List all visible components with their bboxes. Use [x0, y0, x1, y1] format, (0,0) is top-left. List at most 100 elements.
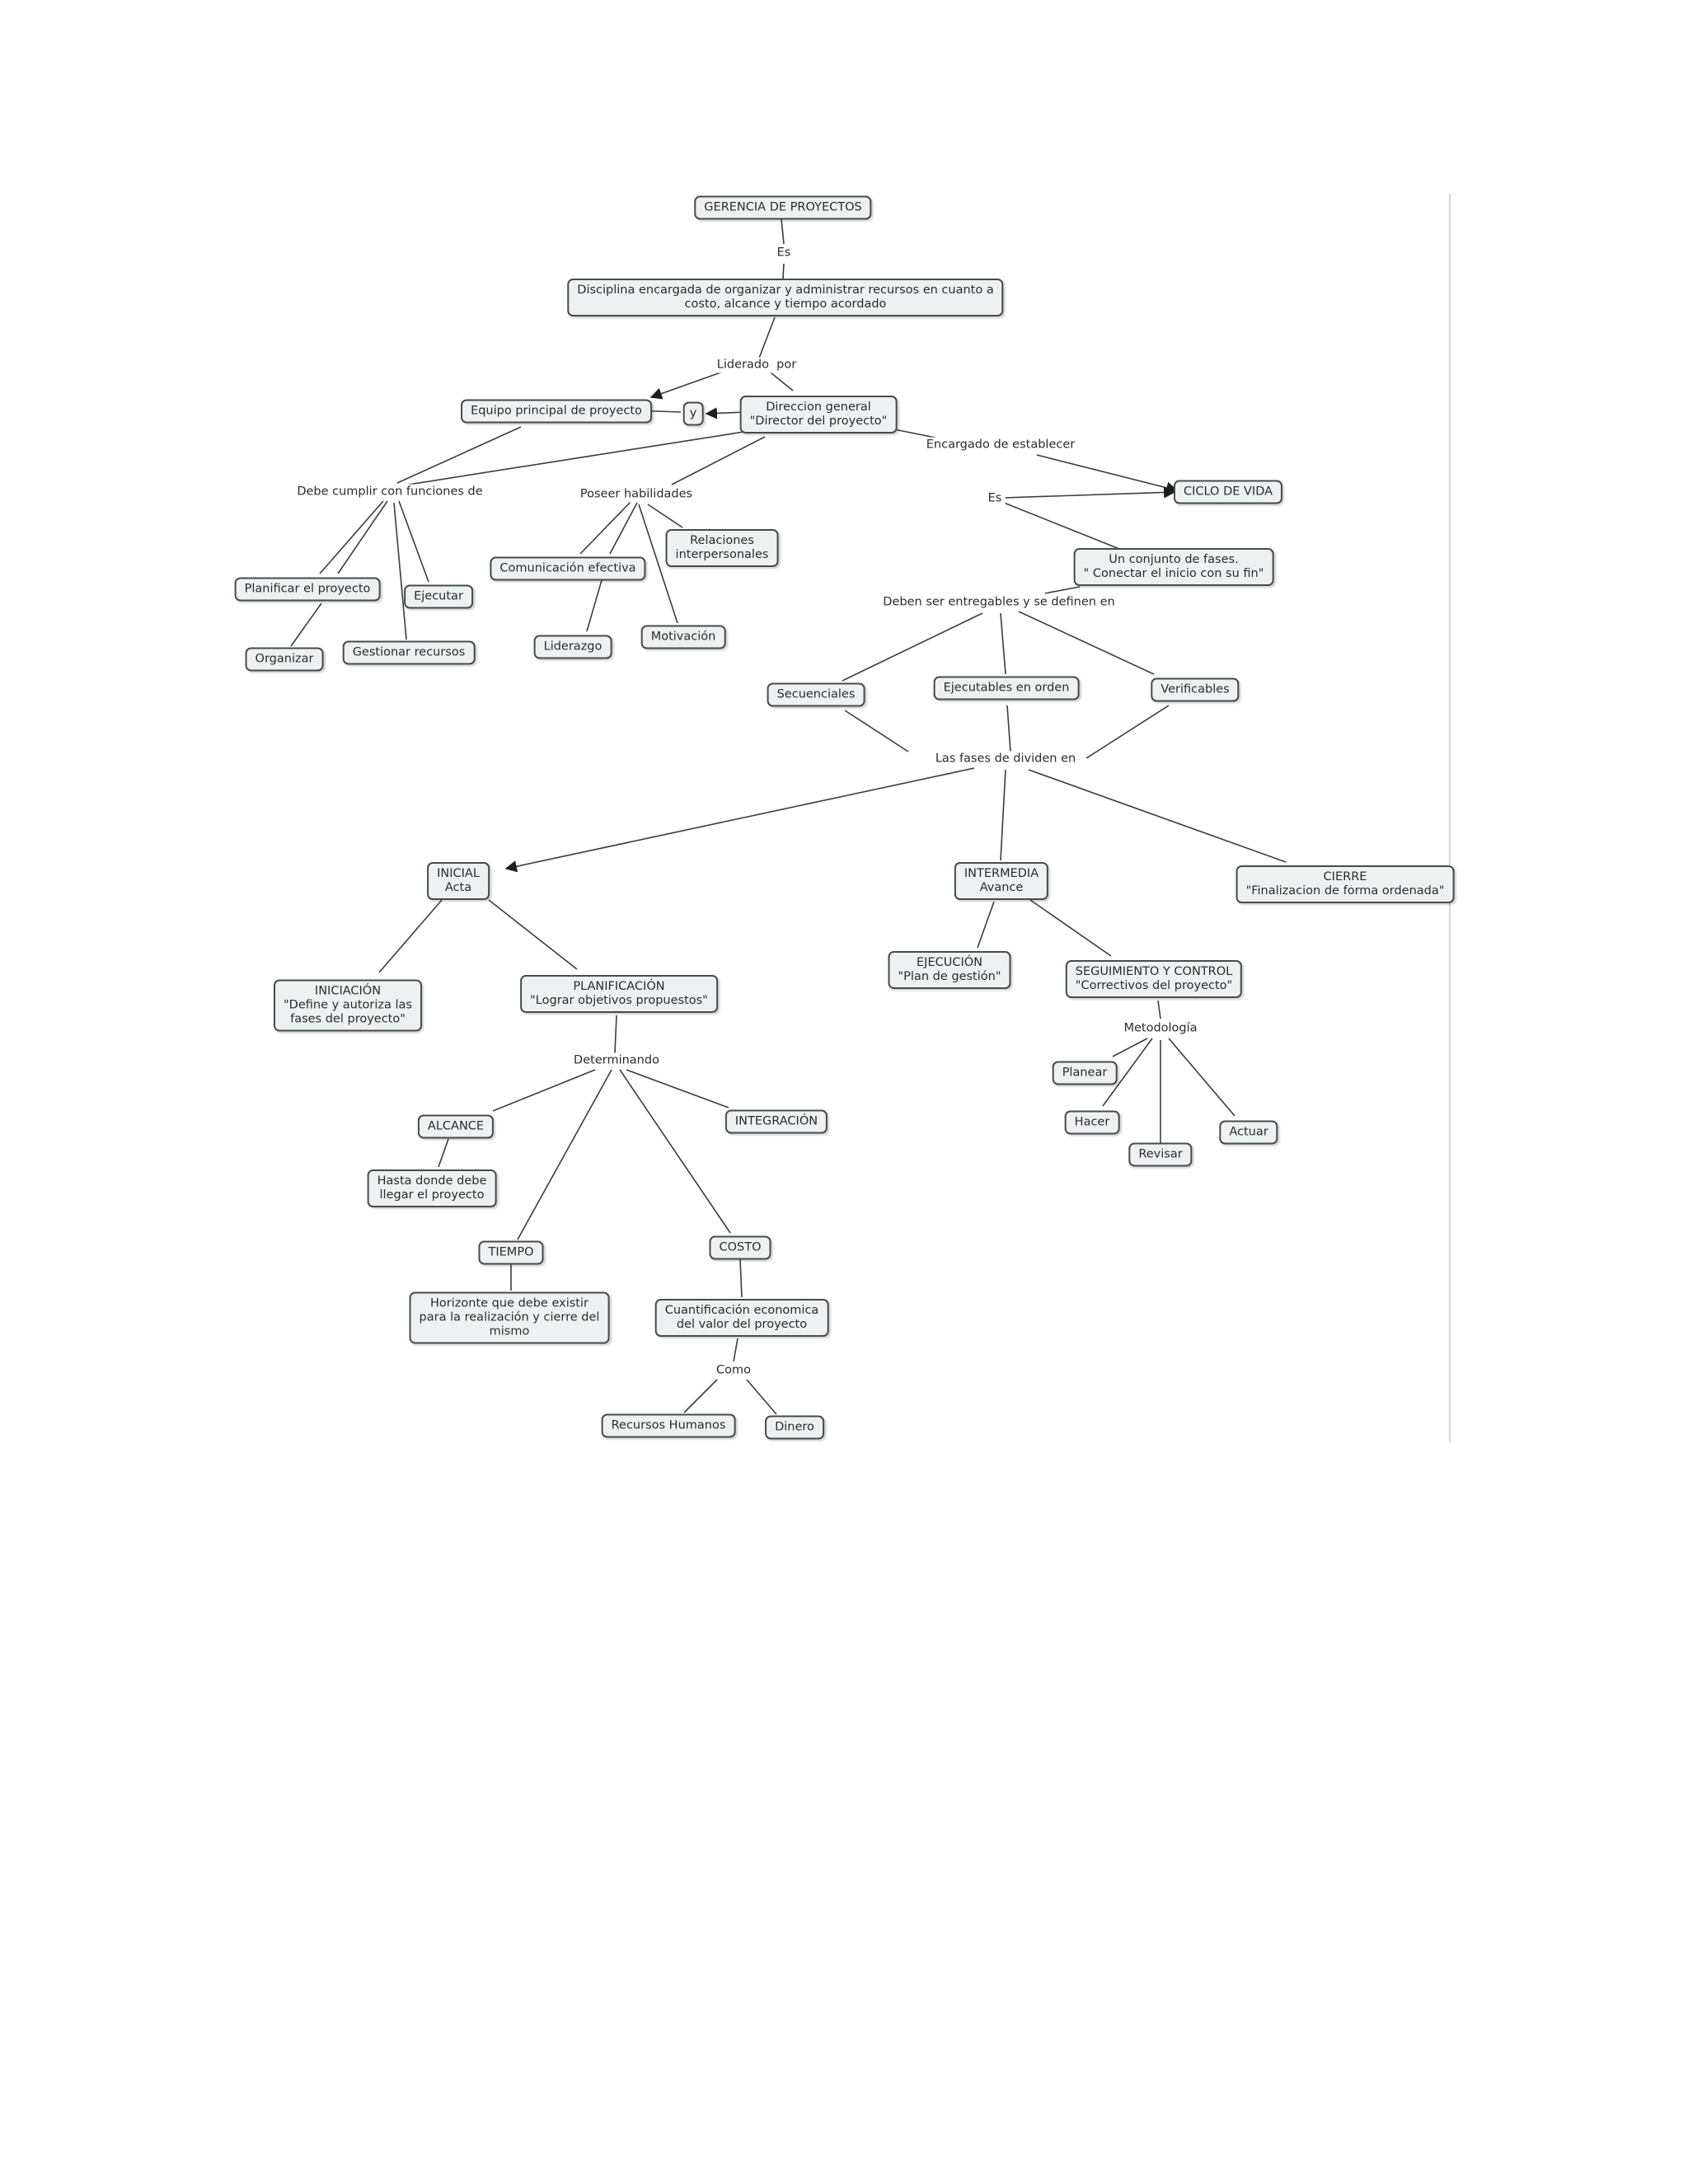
link	[844, 710, 909, 752]
link	[782, 263, 785, 279]
link	[1044, 586, 1081, 594]
link	[1018, 611, 1155, 675]
link	[1157, 1000, 1161, 1019]
link	[1085, 705, 1170, 759]
link	[733, 1338, 738, 1362]
concept-planificar-el-proyecto[interactable]: Planificar el proyecto	[234, 577, 381, 602]
link	[739, 1258, 743, 1298]
link	[393, 502, 407, 640]
link-phrase-metodologia: Metodología	[1120, 1020, 1201, 1037]
link	[889, 428, 940, 439]
link	[638, 504, 678, 624]
link	[705, 407, 746, 419]
link	[1112, 1038, 1148, 1057]
concept-hasta-donde[interactable]: Hasta donde debe llegar el proyecto	[367, 1169, 497, 1207]
link	[1029, 899, 1112, 957]
concept-hacer[interactable]: Hacer	[1064, 1110, 1120, 1135]
link-phrase-como: Como	[713, 1362, 754, 1379]
concept-conjunto-de-fases[interactable]: Un conjunto de fases. " Conectar el inic…	[1073, 548, 1274, 586]
link-phrase-liderado-por: Liderado por	[713, 357, 800, 373]
link	[438, 1138, 449, 1168]
concept-planear[interactable]: Planear	[1052, 1061, 1118, 1085]
link	[378, 899, 443, 973]
link	[396, 426, 522, 484]
link-phrase-las-fases: Las fases de dividen en	[931, 751, 1080, 767]
concept-y[interactable]: y	[682, 401, 704, 426]
link	[579, 500, 632, 555]
concept-relaciones-interpersonales[interactable]: Relaciones interpersonales	[665, 529, 779, 567]
link	[504, 767, 975, 873]
link	[1000, 769, 1006, 861]
link	[1003, 486, 1176, 499]
concept-iniciacion[interactable]: INICIACIÓN "Define y autoriza las fases …	[274, 979, 422, 1032]
concept-verificables[interactable]: Verificables	[1151, 677, 1240, 702]
concept-integracion[interactable]: INTEGRACIÓN	[724, 1109, 828, 1134]
concept-direccion-general[interactable]: Direccion general "Director del proyecto…	[739, 396, 898, 434]
concept-alcance[interactable]: ALCANCE	[417, 1114, 495, 1139]
concept-planificacion[interactable]: PLANIFICACIÓN "Lograr objetivos propuest…	[520, 975, 718, 1013]
link	[1036, 454, 1179, 494]
concept-comunicacion-efectiva[interactable]: Comunicación efectiva	[490, 556, 646, 581]
concept-gestionar-recursos[interactable]: Gestionar recursos	[342, 640, 476, 665]
link	[614, 1015, 617, 1054]
link	[1102, 1038, 1153, 1107]
concept-cierre[interactable]: CIERRE "Finalizacion de forma ordenada"	[1236, 865, 1455, 903]
concept-inicial[interactable]: INICIAL Acta	[427, 862, 490, 900]
concept-disciplina[interactable]: Disciplina encargada de organizar y admi…	[567, 279, 1004, 316]
link	[1168, 1038, 1236, 1117]
concept-organizar[interactable]: Organizar	[245, 647, 324, 672]
link	[517, 1069, 612, 1240]
concept-tiempo[interactable]: TIEMPO	[478, 1240, 544, 1265]
concept-actuar[interactable]: Actuar	[1219, 1120, 1278, 1145]
link	[1028, 769, 1287, 863]
concept-dinero[interactable]: Dinero	[765, 1415, 824, 1440]
concept-liderazgo[interactable]: Liderazgo	[533, 635, 612, 659]
concept-ejecutar[interactable]: Ejecutar	[404, 584, 473, 609]
link	[619, 1069, 731, 1234]
concept-motivacion[interactable]: Motivación	[640, 625, 726, 649]
link	[609, 502, 638, 555]
concept-horizonte[interactable]: Horizonte que debe existir para la reali…	[409, 1291, 610, 1344]
link	[337, 500, 388, 574]
concept-intermedia[interactable]: INTERMEDIA Avance	[954, 862, 1049, 900]
link-phrase-es-2: Es	[984, 490, 1006, 507]
link	[683, 1379, 718, 1413]
concept-ejecutables-en-orden[interactable]: Ejecutables en orden	[933, 676, 1080, 701]
link	[492, 1069, 596, 1112]
link	[626, 1069, 729, 1108]
concept-ciclo-de-vida[interactable]: CICLO DE VIDA	[1173, 480, 1283, 504]
concept-gerencia-de-proyectos[interactable]: GERENCIA DE PROYECTOS	[694, 195, 872, 220]
link	[290, 602, 322, 647]
link	[671, 436, 766, 485]
link	[647, 504, 683, 528]
link	[1006, 705, 1011, 752]
link	[1003, 502, 1120, 550]
link	[757, 316, 776, 361]
concept-equipo-principal[interactable]: Equipo principal de proyecto	[461, 399, 652, 424]
link	[781, 218, 785, 245]
link-phrase-es: Es	[773, 245, 795, 261]
link	[586, 579, 603, 632]
link	[488, 899, 578, 970]
concept-seguimiento-y-control[interactable]: SEGUIMIENTO Y CONTROL "Correctivos del p…	[1065, 960, 1243, 998]
link	[746, 1379, 777, 1415]
concept-secuenciales[interactable]: Secuenciales	[767, 682, 865, 707]
link	[649, 370, 726, 400]
link-phrase-deben-ser: Deben ser entregables y se definen en	[879, 594, 1118, 611]
concept-costo[interactable]: COSTO	[709, 1235, 771, 1260]
concept-recursos-humanos[interactable]: Recursos Humanos	[601, 1413, 736, 1438]
link	[842, 612, 983, 682]
link	[319, 500, 384, 574]
link-phrase-determinando: Determinando	[570, 1052, 663, 1069]
link-phrase-poseer-habilidades: Poseer habilidades	[576, 486, 696, 503]
link-phrase-encargado: Encargado de establecer	[922, 437, 1079, 453]
concept-ejecucion[interactable]: EJECUCIÓN "Plan de gestión"	[888, 951, 1011, 989]
link	[977, 901, 995, 949]
link	[770, 372, 794, 391]
link	[387, 431, 744, 489]
link	[398, 500, 429, 583]
concept-cuantificacion[interactable]: Cuantificación economica del valor del p…	[654, 1299, 829, 1337]
concept-revisar[interactable]: Revisar	[1128, 1142, 1193, 1167]
